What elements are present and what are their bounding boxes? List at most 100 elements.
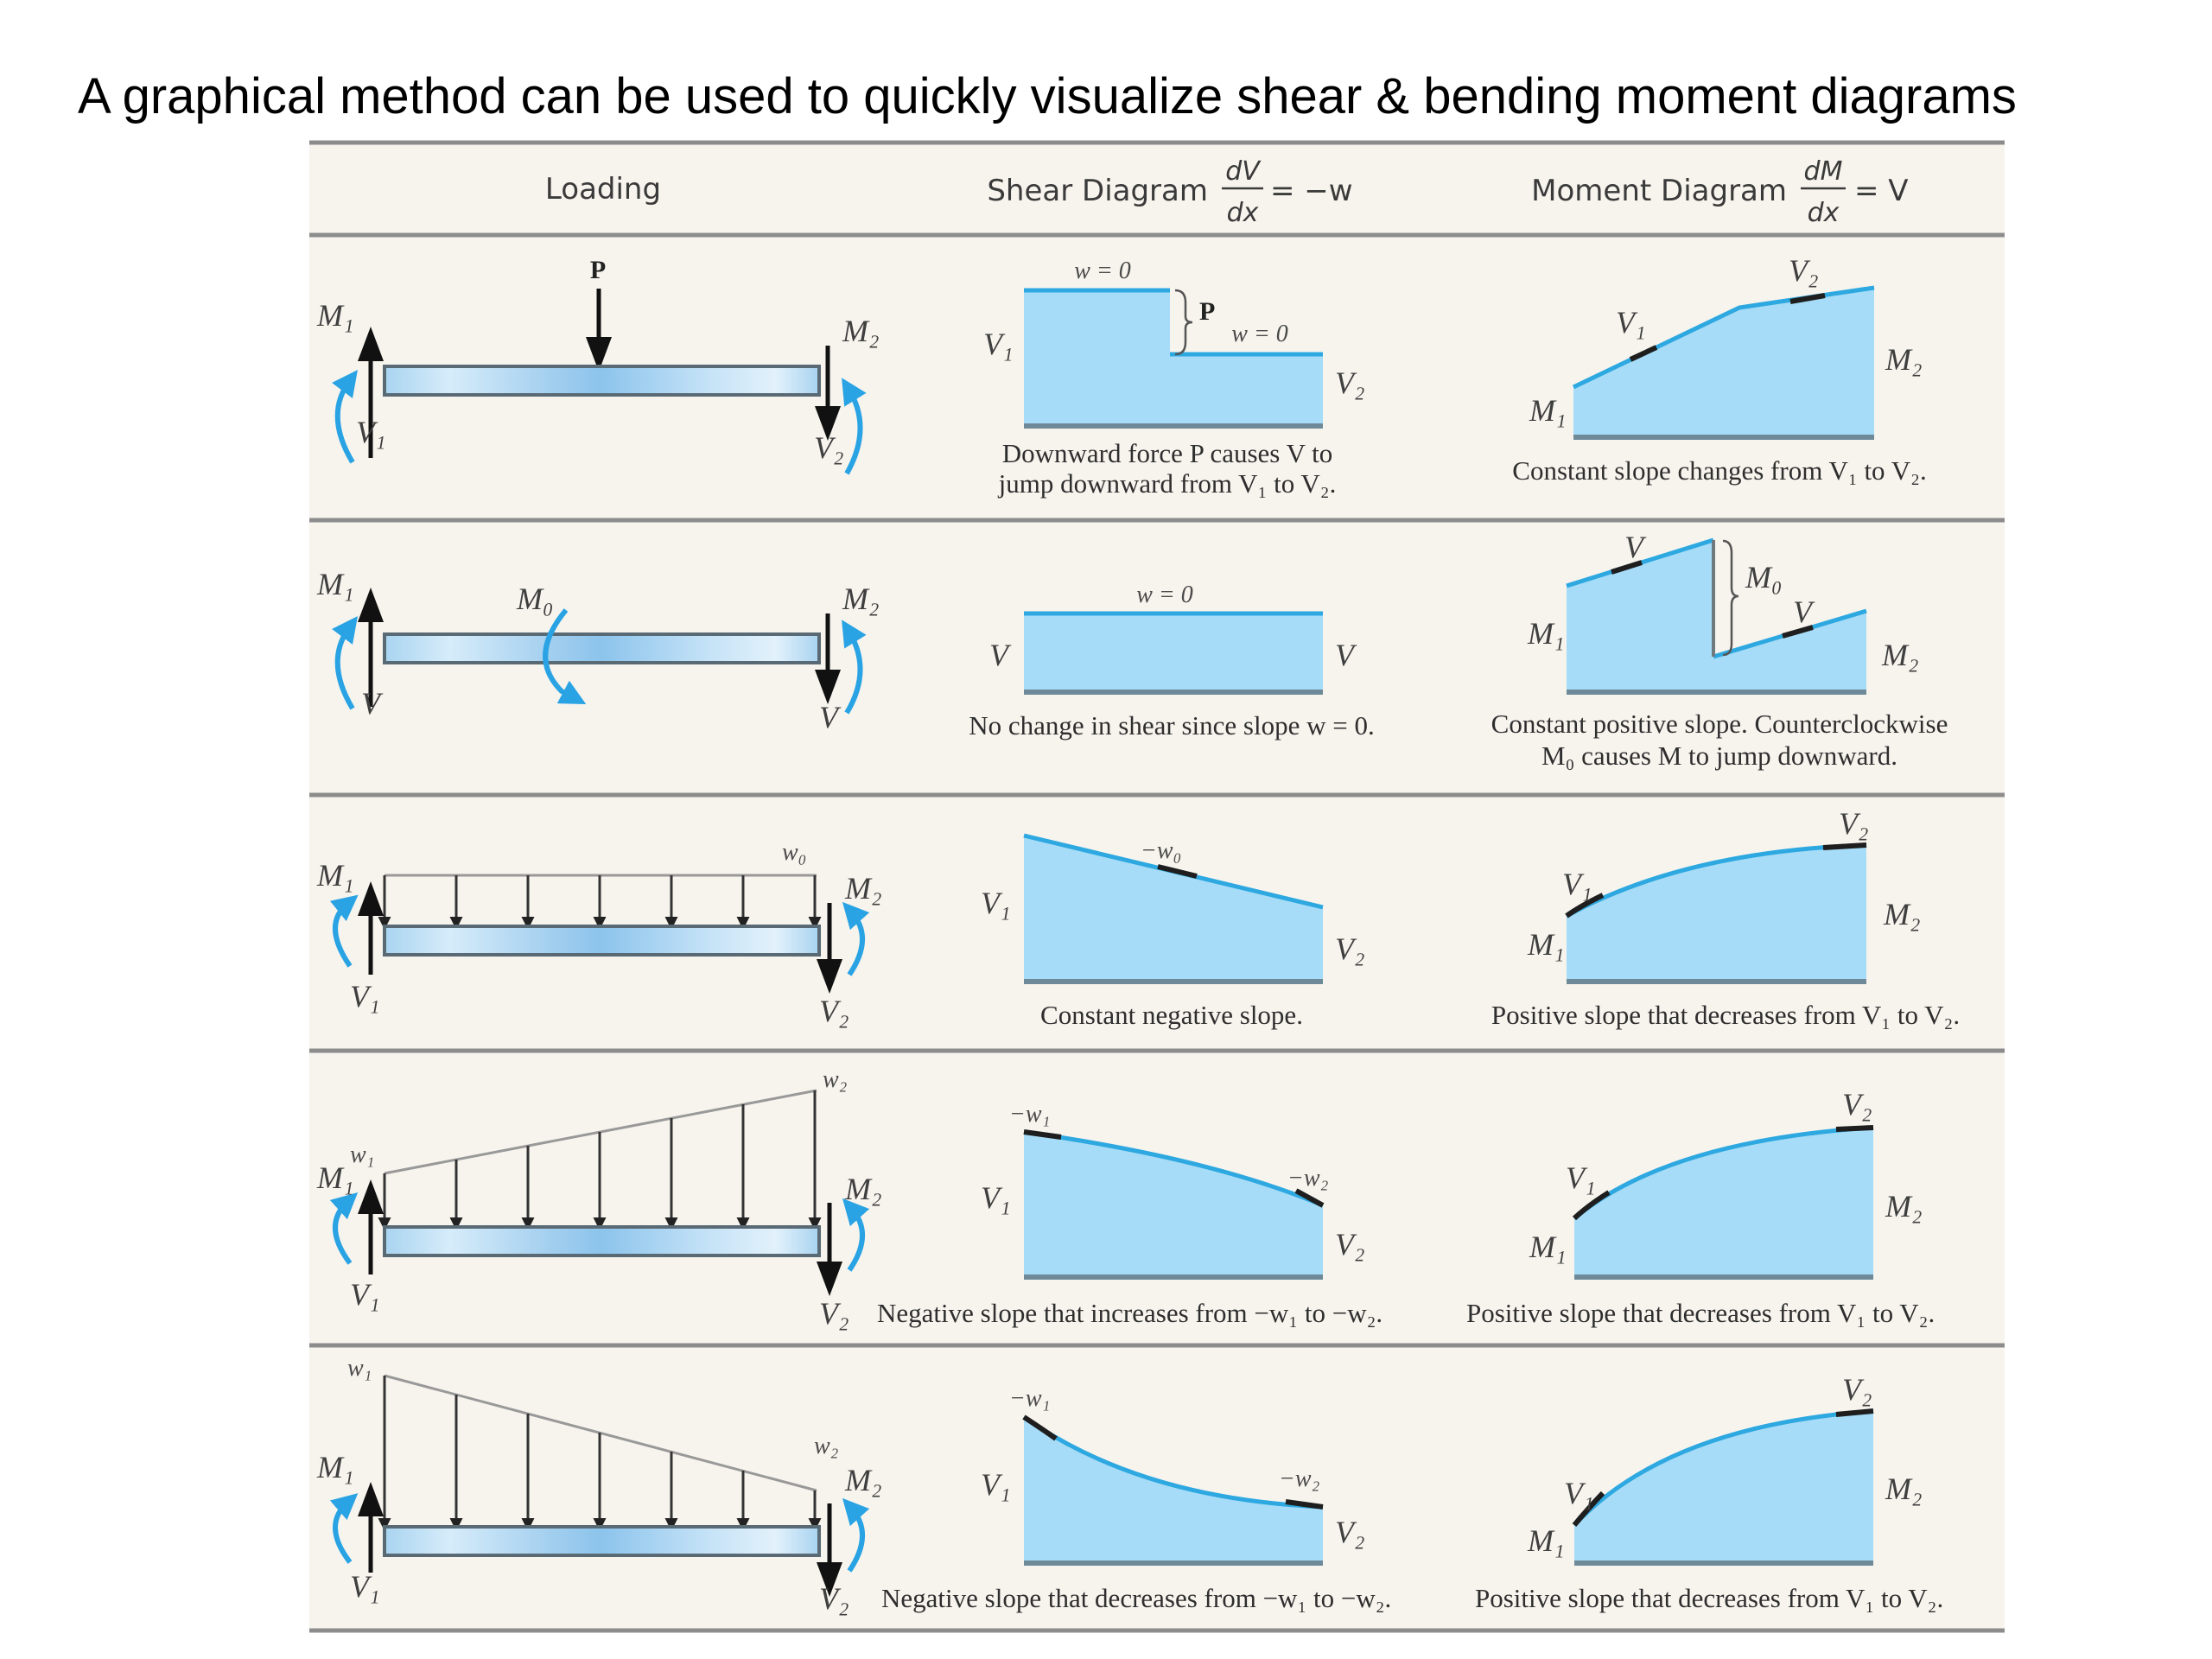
load-label: M₀ xyxy=(516,582,554,616)
moment-left-label: M₁ xyxy=(1527,1523,1565,1558)
shear-slope-label: −w₀ xyxy=(1141,837,1181,864)
header-loading: Loading xyxy=(545,172,661,207)
beam xyxy=(383,1225,821,1257)
table-header: Loading Shear Diagram dV dx = −w Moment … xyxy=(545,156,1909,228)
header-shear-denominator: dx xyxy=(1227,198,1259,228)
moment-slope-label: V₁ xyxy=(1562,867,1592,901)
shear-caption: No change in shear since slope w = 0. xyxy=(969,710,1374,741)
shear-diagram: −w₀ V₁ V₂ Constant negative slope. xyxy=(981,833,1365,1030)
header-moment-rhs: = V xyxy=(1854,174,1909,208)
right-moment-arrow-icon xyxy=(842,1198,870,1272)
moment-right-label: M₂ xyxy=(1883,897,1921,931)
header-shear: Shear Diagram dV dx = −w xyxy=(987,156,1352,228)
moment-diagram: V₁ V₂ M₁ M₂ xyxy=(1529,1087,1923,1280)
w-zero-label: w = 0 xyxy=(1136,582,1193,608)
load-left-label: w₁ xyxy=(347,1355,372,1382)
shear-right-label: V xyxy=(1335,638,1357,672)
left-moment-arrow-icon xyxy=(329,1192,359,1265)
slide-title: A graphical method can be used to quickl… xyxy=(78,68,2017,124)
load-right-label: w₂ xyxy=(814,1433,839,1459)
left-shear-label: V₁ xyxy=(350,979,380,1014)
shear-left-label: V₁ xyxy=(981,1467,1011,1502)
w-zero-label: w = 0 xyxy=(1231,321,1288,347)
moment-slope-label: V₂ xyxy=(1842,1087,1872,1122)
shear-slope-label: −w₂ xyxy=(1287,1165,1329,1192)
shear-diagram: w = 0 V V No change in shear since slope… xyxy=(969,582,1374,741)
left-moment-arrow-icon xyxy=(332,369,358,464)
moment-right-label: M₂ xyxy=(1885,1189,1923,1224)
shear-caption: jump downward from V₁ to V₂. xyxy=(998,468,1337,499)
moment-left-label: M₁ xyxy=(1529,1230,1567,1264)
load-right-label: w₂ xyxy=(823,1066,848,1093)
shear-right-label: V₂ xyxy=(1335,1515,1365,1549)
moment-slope-label: V₂ xyxy=(1842,1372,1872,1407)
shear-slope-label: −w₁ xyxy=(1009,1101,1050,1128)
shear-diagram: −w₁ −w₂ V₁ V₂ xyxy=(981,1101,1365,1280)
header-moment-denominator: dx xyxy=(1808,198,1840,228)
shear-left-label: V₁ xyxy=(981,886,1011,920)
left-moment-label: M₁ xyxy=(316,298,354,333)
moment-slope-label: V₂ xyxy=(1789,253,1819,288)
loading-diagram: w₀ M₁ V₁ M₂ V₂ xyxy=(316,839,882,1028)
left-shear-label: V₁ xyxy=(350,1277,380,1312)
moment-jump-label: M₀ xyxy=(1745,560,1783,594)
row-point-load: P M₁ V₁ M₂ V₂ w = 0 P w = 0 V₁ V₂ Downwa… xyxy=(316,253,1927,499)
moment-caption: Constant slope changes from V₁ to V₂. xyxy=(1512,455,1926,486)
header-shear-rhs: = −w xyxy=(1270,174,1353,208)
loading-diagram: P M₁ V₁ M₂ V₂ xyxy=(316,256,880,475)
right-moment-arrow-icon xyxy=(842,620,867,715)
left-moment-label: M₁ xyxy=(316,1160,354,1195)
shear-right-label: V₂ xyxy=(1335,931,1365,966)
moment-right-label: M₂ xyxy=(1885,342,1923,377)
w-zero-label: w = 0 xyxy=(1074,257,1131,284)
row-decreasing-load: w₁ w₂ M₁ V₁ M₂ V₂ −w₁ −w₂ V₁ V₂ xyxy=(316,1355,1943,1616)
header-moment: Moment Diagram dM dx = V xyxy=(1531,156,1908,228)
shear-right-label: V₂ xyxy=(1335,1227,1365,1262)
couple-moment-arrow-icon xyxy=(543,608,587,705)
beam xyxy=(383,1525,821,1557)
left-moment-arrow-icon xyxy=(332,615,358,710)
shear-caption: Constant negative slope. xyxy=(1040,1000,1303,1030)
moment-caption: Positive slope that decreases from V₁ to… xyxy=(1475,1583,1943,1613)
row-increasing-load: w₁ w₂ M₁ V₁ M₂ V₂ −w₁ −w₂ V₁ V₂ xyxy=(316,1066,1935,1331)
distributed-load-arrows-icon xyxy=(378,1090,822,1230)
right-moment-label: M₂ xyxy=(842,582,880,616)
moment-diagram: V₁ V₂ M₁ M₂ xyxy=(1527,1372,1923,1566)
moment-caption: Constant positive slope. Counterclockwis… xyxy=(1491,709,1948,739)
load-left-label: w₁ xyxy=(350,1141,374,1168)
right-shear-label: V xyxy=(819,700,842,734)
moment-diagram: V₁ V₂ M₁ M₂ Positive slope that decrease… xyxy=(1491,806,1960,1030)
shear-diagram: −w₁ −w₂ V₁ V₂ xyxy=(981,1385,1365,1566)
header-shear-label: Shear Diagram xyxy=(987,174,1208,208)
shear-left-label: V₁ xyxy=(981,1180,1011,1215)
moment-slope-label: V xyxy=(1624,530,1647,564)
loading-diagram: M₀ M₁ V M₂ V xyxy=(316,567,880,734)
beam xyxy=(383,632,821,664)
right-shear-label: V₂ xyxy=(814,430,844,465)
moment-slope-label: V₁ xyxy=(1564,1476,1594,1510)
right-moment-arrow-icon xyxy=(842,378,867,475)
moment-left-label: M₁ xyxy=(1529,393,1567,428)
shear-caption: Downward force P causes V to xyxy=(1002,438,1333,468)
right-moment-arrow-icon xyxy=(842,1497,870,1573)
load-label: w₀ xyxy=(782,839,806,866)
moment-caption: Positive slope that decreases from V₁ to… xyxy=(1491,1000,1960,1030)
shear-caption: Negative slope that decreases from −w₁ t… xyxy=(881,1583,1391,1613)
left-moment-label: M₁ xyxy=(316,1450,354,1484)
distributed-load-arrows-icon xyxy=(378,875,822,930)
shear-slope-label: −w₁ xyxy=(1009,1385,1050,1412)
header-moment-numerator: dM xyxy=(1804,156,1843,187)
left-moment-label: M₁ xyxy=(316,567,354,601)
shear-slope-label: −w₂ xyxy=(1279,1465,1320,1492)
moment-slope-label: V₂ xyxy=(1839,806,1869,841)
moment-slope-label: V₁ xyxy=(1616,305,1646,340)
right-moment-label: M₂ xyxy=(844,1172,882,1206)
moment-left-label: M₁ xyxy=(1527,616,1565,651)
moment-diagram: V M₀ V M₁ M₂ Constant positive slope. Co… xyxy=(1491,530,1948,771)
left-moment-arrow-icon xyxy=(329,1493,359,1564)
shear-left-label: V₁ xyxy=(983,327,1014,361)
moment-slope-label: V xyxy=(1793,594,1815,629)
shear-right-label: V₂ xyxy=(1335,365,1365,400)
beam xyxy=(383,365,821,397)
